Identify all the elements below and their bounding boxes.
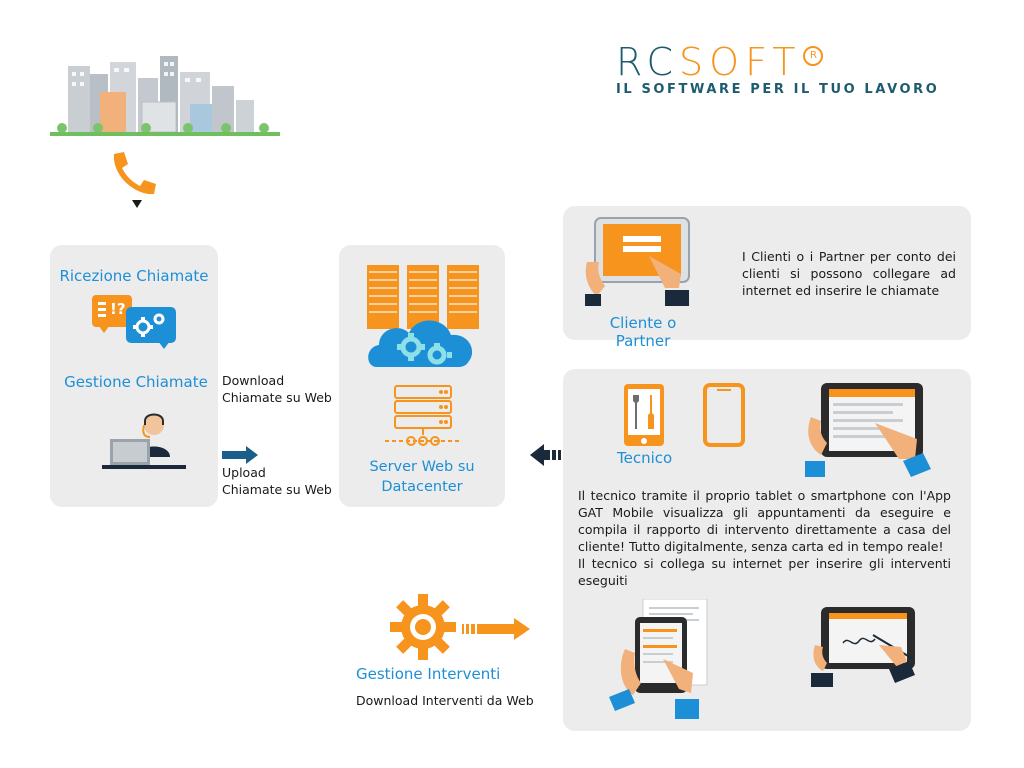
technician-panel: Tecnico Il tecnico tramite il proprio ta… xyxy=(563,369,971,731)
tablet-app-hands-icon xyxy=(805,383,931,477)
gear-bubble-icon xyxy=(126,307,176,349)
reception-title: Ricezione Chiamate xyxy=(59,267,209,285)
operator-icon xyxy=(102,413,186,469)
client-description: I Clienti o i Partner per conto dei clie… xyxy=(742,249,956,298)
tablet-signature-icon xyxy=(811,607,915,687)
city-skyline-illustration xyxy=(50,56,280,136)
logo-brand-part1: RC xyxy=(616,40,680,84)
server-panel: Server Web su Datacenter xyxy=(339,245,505,507)
tablet-icon xyxy=(703,383,745,447)
technician-description-1: Il tecnico tramite il proprio tablet o s… xyxy=(578,488,951,554)
download-line2: Chiamate su Web xyxy=(222,390,332,405)
server-label-line1: Server Web su xyxy=(369,459,475,475)
arrow-right-orange-icon xyxy=(462,618,530,640)
tablet-report-hands-icon xyxy=(609,599,708,719)
chat-glyph: !? xyxy=(110,300,126,318)
upload-line1: Upload xyxy=(222,465,266,480)
speech-bubble-icon: !? xyxy=(92,295,132,333)
phone-icon xyxy=(113,152,156,195)
upload-line2: Chiamate su Web xyxy=(222,482,332,497)
company-logo: RC SOFT R IL SOFTWARE PER IL TUO LAVORO xyxy=(616,40,966,97)
interventions-title: Gestione Interventi xyxy=(356,665,501,683)
registered-mark: R xyxy=(803,46,824,66)
smartphone-tools-icon xyxy=(624,384,664,446)
arrow-left-icon xyxy=(530,444,565,466)
management-title: Gestione Chiamate xyxy=(64,373,208,391)
server-cloud-icon xyxy=(367,265,479,367)
tablet-hands-icon xyxy=(585,217,690,306)
technician-description: Il tecnico tramite il proprio tablet o s… xyxy=(578,487,951,589)
arrow-down-icon xyxy=(132,200,142,208)
download-line1: Download xyxy=(222,373,285,388)
download-calls-label: Download Chiamate su Web xyxy=(222,372,332,406)
server-label: Server Web su Datacenter xyxy=(339,457,505,497)
technician-label: Tecnico xyxy=(617,449,673,467)
server-label-line2: Datacenter xyxy=(381,479,463,495)
technician-description-2: Il tecnico si collega su internet per in… xyxy=(578,556,951,588)
logo-tagline: IL SOFTWARE PER IL TUO LAVORO xyxy=(616,82,940,97)
gear-icon xyxy=(390,594,456,660)
interventions-subtitle: Download Interventi da Web xyxy=(356,693,534,708)
client-panel: Cliente o Partner I Clienti o i Partner … xyxy=(563,206,971,350)
arrow-right-icon xyxy=(222,446,258,464)
calls-panel: Ricezione Chiamate !? Gestione Chiamate xyxy=(50,245,218,507)
logo-brand-part2: SOFT xyxy=(679,40,802,84)
upload-calls-label: Upload Chiamate su Web xyxy=(222,464,332,498)
client-label: Cliente o Partner xyxy=(609,314,677,350)
server-network-icon xyxy=(385,385,461,446)
